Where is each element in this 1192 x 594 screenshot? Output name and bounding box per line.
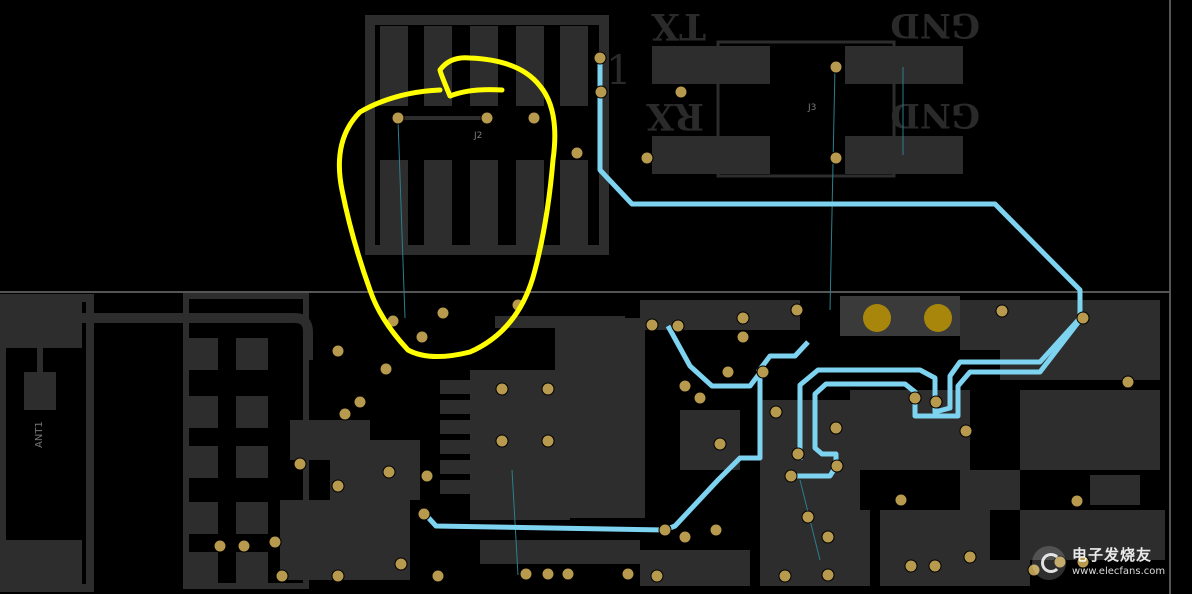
watermark-title: 电子发烧友 [1072,546,1153,564]
silk-tx-label: TX [651,5,706,47]
silk-pin1-label: 1 [606,48,631,94]
component-footprints [183,293,1165,589]
ratsnest-lines [397,66,904,576]
silk-gnd-top-label: GND [890,5,980,45]
silk-ant1-label: ANT1 [34,421,45,448]
silk-j3-label: J3 [807,103,816,113]
vias [213,51,1135,583]
elecfans-watermark: 电子发烧友 www.elecfans.com [1032,544,1182,584]
switch-footprint [840,296,960,336]
yellow-highlight-annotation [336,55,558,360]
watermark-url: www.elecfans.com [1072,566,1166,577]
elecfans-logo-icon [1032,546,1066,580]
j2-connector-footprint[interactable] [365,15,609,255]
silk-j2-label: J2 [473,131,482,141]
j3-connector-pads[interactable] [652,40,963,178]
ant1-antenna-footprint[interactable] [0,294,313,592]
silk-gnd-bottom-label: GND [890,95,980,135]
silk-rx-label: RX [646,95,704,137]
